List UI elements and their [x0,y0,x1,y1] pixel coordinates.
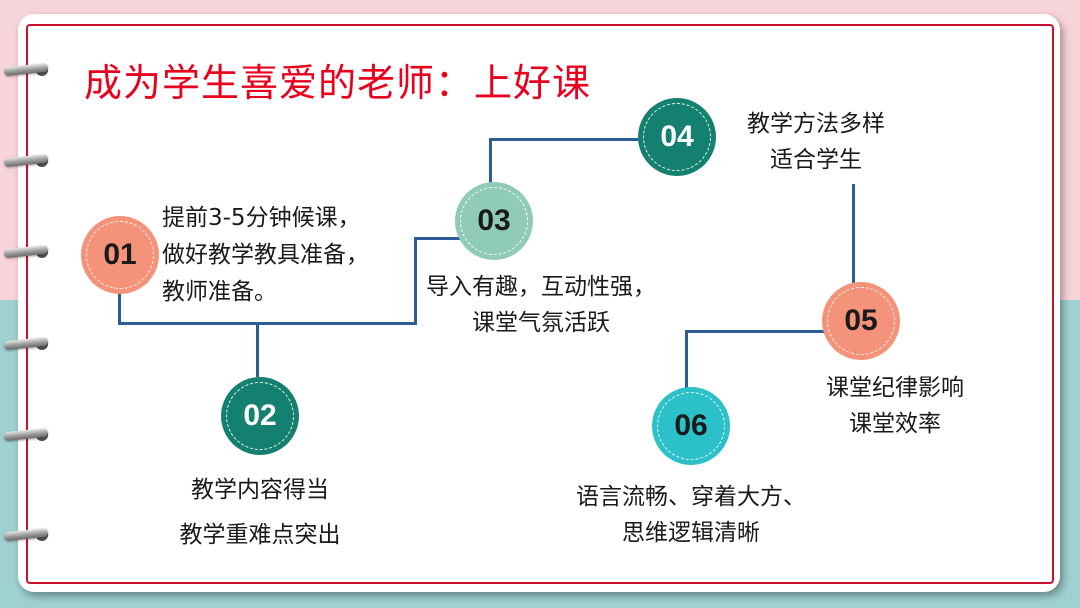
step-text-line: 做好教学教具准备， [162,242,369,268]
page-title: 成为学生喜爱的老师：上好课 [84,61,592,105]
step-text-line: 导入有趣，互动性强， [426,274,656,300]
step-text-line: 思维逻辑清晰 [622,520,760,546]
step-text-03: 导入有趣，互动性强， 课堂气氛活跃 [406,269,676,341]
step-text-02: 教学内容得当 教学重难点突出 [160,468,360,558]
connector-line [852,184,855,284]
step-text-line: 提前3-5分钟候课， [162,205,361,231]
connector-line [414,237,417,325]
step-text-04: 教学方法多样 适合学生 [726,106,906,178]
step-text-line: 课堂气氛活跃 [472,310,610,336]
connector-line [685,330,830,333]
step-text-line: 课堂效率 [849,411,941,437]
step-node-04: 04 [638,98,716,176]
step-text-line: 课堂纪律影响 [826,375,964,401]
connector-line [414,237,464,240]
step-node-02: 02 [221,377,299,455]
step-text-line: 教学方法多样 [747,111,885,137]
step-text-line: 教师准备。 [162,279,277,305]
step-node-01: 01 [81,216,159,294]
connector-line [489,138,492,184]
connector-line [118,292,121,325]
step-text-05: 课堂纪律影响 课堂效率 [800,370,990,442]
step-text-line: 教学重难点突出 [179,522,341,548]
step-text-line: 语言流畅、穿着大方、 [576,484,806,510]
connector-line [685,330,688,388]
connector-line [489,138,644,141]
slide-frame [26,24,1054,584]
step-node-03: 03 [455,182,533,260]
step-text-01: 提前3-5分钟候课， 做好教学教具准备， 教师准备。 [162,200,369,311]
connector-line [256,322,259,377]
step-text-line: 适合学生 [770,147,862,173]
step-text-06: 语言流畅、穿着大方、 思维逻辑清晰 [556,479,826,551]
step-node-05: 05 [822,282,900,360]
step-node-06: 06 [652,387,730,465]
step-text-line: 教学内容得当 [191,477,329,503]
connector-line [118,322,417,325]
